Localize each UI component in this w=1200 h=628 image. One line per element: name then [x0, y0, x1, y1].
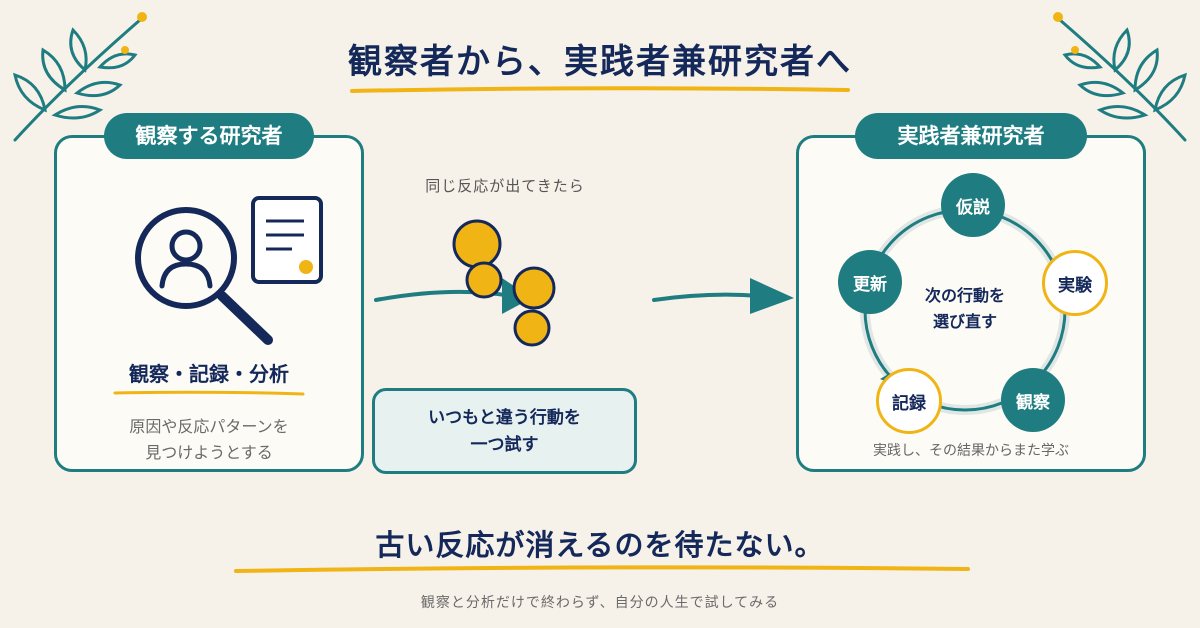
footer-text: 観察と分析だけで終わらず、自分の人生で試してみる [420, 595, 780, 611]
trigger-caption: 同じ反応が出てきたら [425, 177, 585, 195]
observer-heading-underline [113, 390, 305, 396]
cycle-node-hypothesis: 仮説 [941, 173, 1005, 237]
action-box-line2: 一つ試す [470, 435, 539, 455]
observer-desc-line1: 原因や反応パターンを [129, 417, 289, 436]
action-box: いつもと違う行動を 一つ試す [372, 388, 637, 474]
observer-heading: 観察・記録・分析 [129, 362, 289, 386]
cycle-node-update: 更新 [838, 250, 902, 314]
title-underline [350, 86, 850, 93]
bottom-underline [234, 565, 970, 573]
cycle-node-record: 記録 [876, 368, 942, 434]
page-title: 観察者から、実践者兼研究者へ [348, 42, 852, 82]
bottom-message: 古い反応が消えるのを待たない。 [375, 528, 825, 562]
magnifier-person-icon [135, 207, 273, 345]
observer-desc-line2: 見つけようとする [145, 443, 273, 462]
cycle-center-line1: 次の行動を [924, 286, 1005, 305]
transition-arrow [652, 278, 794, 314]
cycle-node-experiment: 実験 [1042, 250, 1108, 316]
observer-badge: 観察する研究者 [104, 113, 314, 159]
practitioner-badge: 実践者兼研究者 [855, 113, 1087, 159]
document-icon [251, 196, 323, 284]
observer-panel [54, 135, 364, 472]
practitioner-caption: 実践し、その結果からまた学ぶ [873, 443, 1069, 459]
leaf-branch-left-icon [13, 12, 147, 142]
coins-arrow-illustration [374, 219, 556, 347]
observer-description: 原因や反応パターンを 見つけようとする [54, 414, 364, 466]
cycle-center-line2: 選び直す [932, 312, 997, 331]
action-box-line1: いつもと違う行動を [428, 408, 581, 428]
leaf-branch-right-icon [1053, 12, 1187, 142]
cycle-center-text: 次の行動を 選び直す [905, 283, 1025, 335]
cycle-node-observation: 観察 [1001, 368, 1065, 432]
